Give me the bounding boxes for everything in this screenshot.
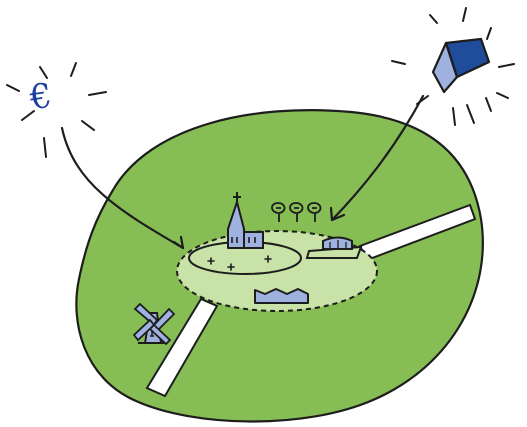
euro-ray-lines	[7, 63, 106, 157]
euro-icon: €	[28, 79, 54, 116]
greenhouse-icon	[323, 238, 352, 250]
house-icon	[433, 39, 489, 92]
